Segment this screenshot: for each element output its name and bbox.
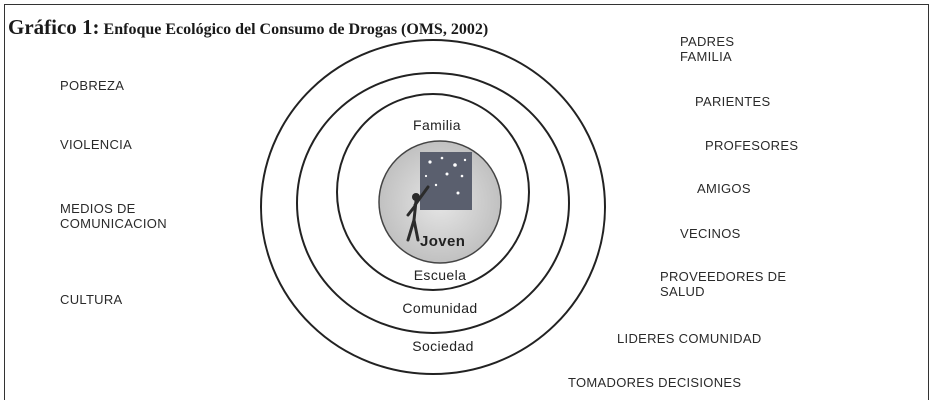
actor-padres: PADRES FAMILIA (680, 34, 735, 64)
figure-frame (4, 4, 929, 400)
youth-figure-icon (406, 185, 430, 242)
factor-cultura: CULTURA (60, 292, 123, 307)
actor-vecinos: VECINOS (680, 226, 741, 241)
factor-medios: MEDIOS DE COMUNICACION (60, 201, 167, 231)
label-sociedad: Sociedad (412, 338, 474, 354)
actor-lideres: LIDERES COMUNIDAD (617, 331, 762, 346)
factor-violencia: VIOLENCIA (60, 137, 133, 152)
label-joven: Joven (420, 233, 465, 250)
factor-pobreza: POBREZA (60, 78, 125, 93)
label-comunidad: Comunidad (402, 300, 477, 316)
figure-caption: Enfoque Ecológico del Consumo de Drogas … (103, 21, 489, 38)
actor-tomadores: TOMADORES DECISIONES (568, 375, 742, 390)
actor-amigos: AMIGOS (697, 181, 751, 196)
stars-icon (424, 156, 467, 195)
actor-parientes: PARIENTES (695, 94, 771, 109)
label-familia: Familia (413, 117, 461, 133)
figure-title: Gráfico 1: Enfoque Ecológico del Consumo… (8, 15, 488, 40)
actor-profesores: PROFESORES (705, 138, 799, 153)
actor-proveedores: PROVEEDORES DE SALUD (660, 269, 787, 299)
label-escuela: Escuela (414, 267, 467, 283)
figure-number: Gráfico 1: (8, 15, 100, 39)
